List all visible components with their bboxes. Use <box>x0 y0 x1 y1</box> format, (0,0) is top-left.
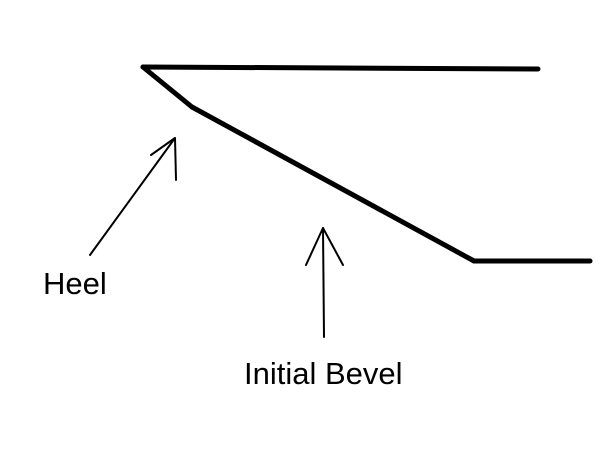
initial-bevel-arrow <box>305 227 344 338</box>
heel-arrow <box>89 137 177 256</box>
top-edge-line <box>140 64 541 72</box>
heel-segment <box>140 64 195 110</box>
initial-bevel-label: Initial Bevel <box>244 356 403 391</box>
heel-label: Heel <box>43 266 107 301</box>
initial-bevel-line <box>189 104 477 264</box>
